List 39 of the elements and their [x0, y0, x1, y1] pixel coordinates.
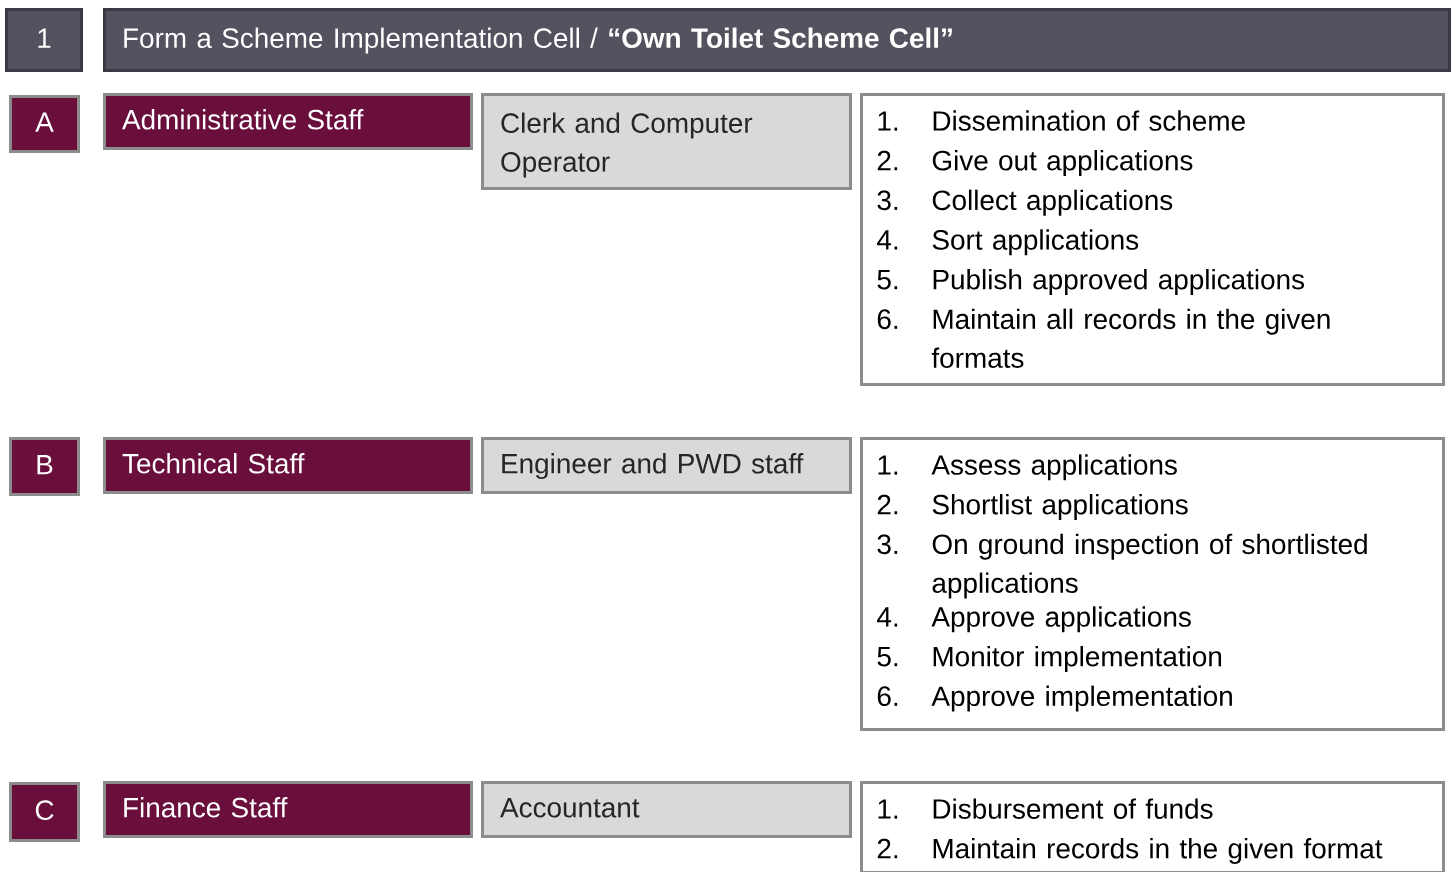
- list-item: Disbursement of funds: [933, 798, 1213, 819]
- staff-category-box: Technical Staff: [103, 437, 473, 494]
- item-number: 3.: [877, 190, 898, 211]
- list-item: Give out applications: [932, 150, 1193, 176]
- item-number: 5.: [877, 270, 898, 290]
- item-number: 4.: [877, 607, 898, 627]
- list-item: Maintain records in the given format: [933, 838, 1383, 865]
- staff-category-box: Finance Staff: [103, 781, 473, 838]
- item-number: 1.: [878, 455, 898, 475]
- list-item: Approve applications: [931, 606, 1191, 633]
- item-number: 2.: [877, 150, 898, 171]
- item-number: 1.: [878, 799, 898, 819]
- list-item: Maintain all records in the given formats: [931, 308, 1330, 368]
- letter-box: A: [9, 95, 80, 153]
- staff-category-box: Administrative Staff: [103, 93, 473, 150]
- list-item: Monitor implementation: [933, 645, 1222, 672]
- staff-role-box: Accountant: [481, 781, 852, 838]
- staff-role-box: Clerk and Computer Operator: [481, 93, 852, 190]
- title-bar: Form a Scheme Implementation Cell / “Own Toilet Scheme Cell”: [103, 8, 1451, 72]
- staff-role-box: Engineer and PWD staff: [481, 437, 852, 494]
- step-number-box: 1: [5, 8, 83, 72]
- item-number: 3.: [877, 534, 898, 555]
- letter-box: C: [9, 782, 80, 842]
- list-item: On ground inspection of shortlisted applications: [932, 533, 1367, 599]
- letter-box: B: [9, 437, 80, 496]
- list-item: Collect applications: [932, 189, 1173, 216]
- list-item: Assess applications: [931, 454, 1177, 481]
- list-item: Sort applications: [932, 229, 1139, 256]
- item-number: 2.: [877, 838, 898, 859]
- list-item: Approve implementation: [931, 685, 1232, 712]
- list-item: Shortlist applications: [932, 494, 1188, 520]
- item-number: 2.: [877, 494, 898, 515]
- item-number: 6.: [877, 309, 898, 330]
- list-item: Dissemination of scheme: [933, 110, 1245, 131]
- item-number: 5.: [877, 647, 898, 667]
- list-item: Publish approved applications: [933, 269, 1305, 295]
- item-number: 1.: [878, 111, 898, 131]
- item-number: 6.: [877, 686, 898, 707]
- item-number: 4.: [877, 230, 898, 250]
